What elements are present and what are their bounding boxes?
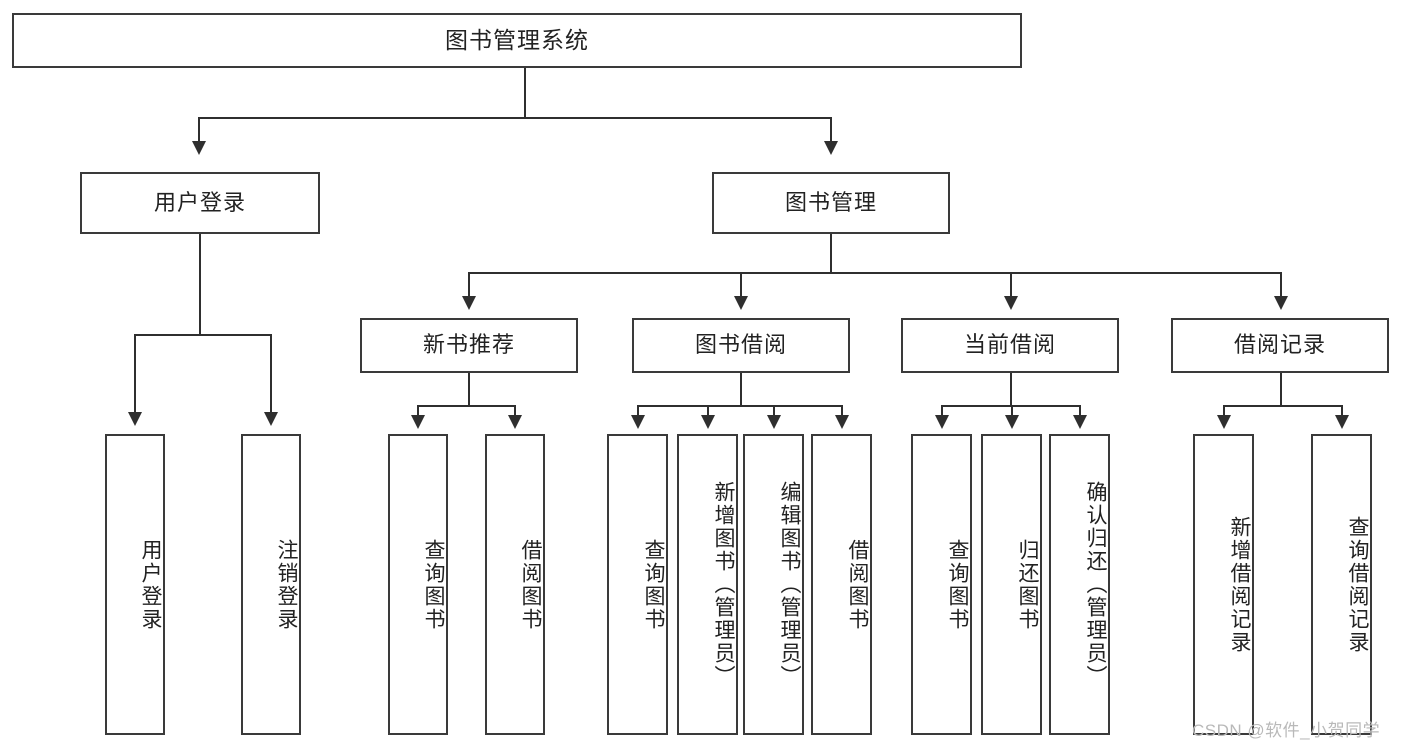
connector-to-borrow-record <box>1280 272 1282 300</box>
node-label: 图书管理 <box>784 189 877 215</box>
arrow-borrow-record-child-2 <box>1335 415 1349 429</box>
arrow-new-book-child-1 <box>411 415 425 429</box>
connector-borrow-record-stem <box>1280 373 1282 406</box>
leaf-book-borrow-borrow[interactable]: 借阅图书 <box>811 434 872 735</box>
arrow-user-login-child-1 <box>128 412 142 426</box>
connector-current-borrow-child-1 <box>941 405 943 419</box>
connector-user-login-child-1 <box>134 334 136 416</box>
node-label: 用户登录 <box>139 538 162 631</box>
connector-root-stem <box>524 68 526 118</box>
node-label: 图书管理系统 <box>445 26 589 53</box>
arrow-book-borrow-child-2 <box>701 415 715 429</box>
connector-current-borrow-child-2 <box>1011 405 1013 419</box>
arrow-to-user-login <box>192 141 206 155</box>
node-new-book-recommend[interactable]: 新书推荐 <box>360 318 578 373</box>
node-user-login[interactable]: 用户登录 <box>80 172 320 234</box>
leaf-user-login-logout[interactable]: 注销登录 <box>241 434 301 735</box>
node-label: 当前借阅 <box>963 332 1056 358</box>
node-label: 查询图书 <box>642 538 665 631</box>
node-book-borrow[interactable]: 图书借阅 <box>632 318 850 373</box>
connector-current-borrow-stem <box>1010 373 1012 406</box>
connector-user-login-stem <box>199 234 201 335</box>
arrow-to-new-book <box>462 296 476 310</box>
arrow-user-login-child-2 <box>264 412 278 426</box>
arrow-to-borrow-record <box>1274 296 1288 310</box>
leaf-borrow-record-add[interactable]: 新增借阅记录 <box>1193 434 1254 735</box>
node-book-management[interactable]: 图书管理 <box>712 172 950 234</box>
arrow-book-borrow-child-1 <box>631 415 645 429</box>
connector-user-login-child-2 <box>270 334 272 416</box>
leaf-borrow-record-search[interactable]: 查询借阅记录 <box>1311 434 1372 735</box>
connector-book-borrow-child-1 <box>637 405 639 419</box>
connector-book-borrow-bar <box>637 405 842 407</box>
arrow-to-book-borrow <box>734 296 748 310</box>
connector-borrow-record-child-1 <box>1223 405 1225 419</box>
connector-book-manage-stem <box>830 234 832 273</box>
leaf-book-borrow-edit[interactable]: 编辑图书（管理员） <box>743 434 804 735</box>
node-label: 新书推荐 <box>422 332 515 358</box>
node-label: 借阅图书 <box>519 538 542 631</box>
connector-book-borrow-child-4 <box>841 405 843 419</box>
node-label: 查询图书 <box>422 538 445 631</box>
connector-new-book-stem <box>468 373 470 406</box>
node-label: 新增图书（管理员） <box>712 481 735 688</box>
arrow-borrow-record-child-1 <box>1217 415 1231 429</box>
node-label: 用户登录 <box>153 189 246 215</box>
leaf-new-book-search[interactable]: 查询图书 <box>388 434 448 735</box>
arrow-new-book-child-2 <box>508 415 522 429</box>
node-label: 借阅图书 <box>846 538 869 631</box>
leaf-user-login-login[interactable]: 用户登录 <box>105 434 165 735</box>
connector-current-borrow-child-3 <box>1079 405 1081 419</box>
arrow-to-current-borrow <box>1004 296 1018 310</box>
arrow-book-borrow-child-3 <box>767 415 781 429</box>
arrow-book-borrow-child-4 <box>835 415 849 429</box>
node-borrow-record[interactable]: 借阅记录 <box>1171 318 1389 373</box>
arrow-current-borrow-child-3 <box>1073 415 1087 429</box>
node-label: 借阅记录 <box>1233 332 1326 358</box>
connector-to-book-manage <box>830 117 832 145</box>
node-label: 编辑图书（管理员） <box>778 481 801 688</box>
connector-current-borrow-bar <box>941 405 1080 407</box>
leaf-current-borrow-search[interactable]: 查询图书 <box>911 434 972 735</box>
leaf-new-book-borrow[interactable]: 借阅图书 <box>485 434 545 735</box>
connector-book-borrow-stem <box>740 373 742 406</box>
connector-borrow-record-bar <box>1223 405 1342 407</box>
leaf-current-borrow-return[interactable]: 归还图书 <box>981 434 1042 735</box>
leaf-book-borrow-search[interactable]: 查询图书 <box>607 434 668 735</box>
arrow-current-borrow-child-2 <box>1005 415 1019 429</box>
connector-new-book-bar <box>417 405 515 407</box>
node-label: 注销登录 <box>275 538 298 631</box>
connector-level1-bar <box>198 117 832 119</box>
node-label: 确认归还（管理员） <box>1084 481 1107 688</box>
connector-borrow-record-child-2 <box>1341 405 1343 419</box>
leaf-book-borrow-add[interactable]: 新增图书（管理员） <box>677 434 738 735</box>
node-label: 归还图书 <box>1016 538 1039 631</box>
node-label: 新增借阅记录 <box>1228 515 1251 654</box>
node-label: 查询图书 <box>946 538 969 631</box>
connector-to-book-borrow <box>740 272 742 300</box>
node-label: 图书借阅 <box>694 332 787 358</box>
connector-level2-bar <box>468 272 1280 274</box>
csdn-watermark: CSDN @软件_小贺同学 <box>1192 721 1381 740</box>
arrow-current-borrow-child-1 <box>935 415 949 429</box>
connector-to-user-login <box>198 117 200 145</box>
connector-to-current-borrow <box>1010 272 1012 300</box>
connector-book-borrow-child-3 <box>773 405 775 419</box>
connector-book-borrow-child-2 <box>707 405 709 419</box>
node-label: 查询借阅记录 <box>1346 515 1369 654</box>
connector-new-book-child-2 <box>514 405 516 419</box>
connector-new-book-child-1 <box>417 405 419 419</box>
node-root-system[interactable]: 图书管理系统 <box>12 13 1022 68</box>
node-current-borrow[interactable]: 当前借阅 <box>901 318 1119 373</box>
connector-user-login-bar <box>134 334 272 336</box>
connector-to-new-book <box>468 272 470 300</box>
arrow-to-book-manage <box>824 141 838 155</box>
leaf-current-borrow-confirm-return[interactable]: 确认归还（管理员） <box>1049 434 1110 735</box>
